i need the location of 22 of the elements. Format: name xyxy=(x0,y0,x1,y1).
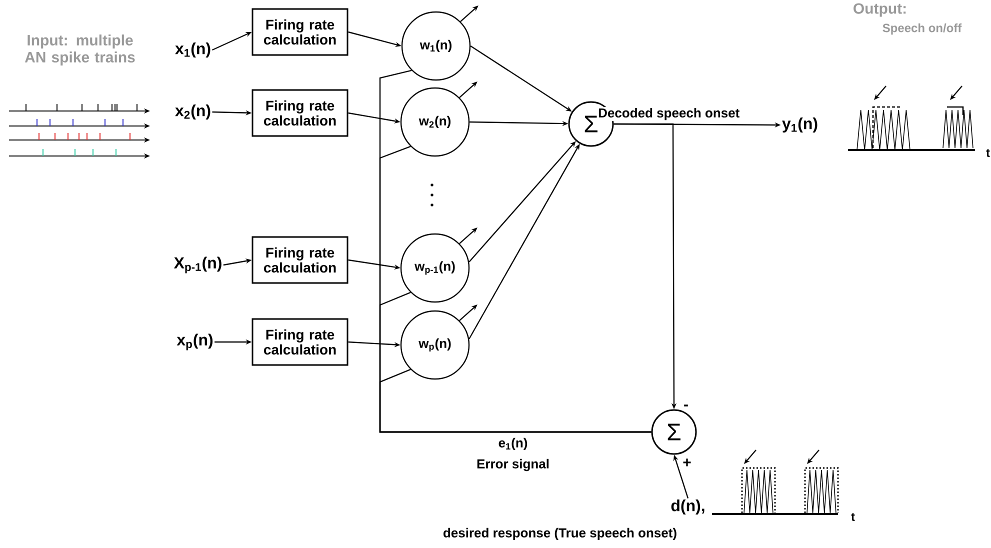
signal-label: d(n), xyxy=(671,500,704,514)
caption: Output: xyxy=(854,3,906,17)
caption: Speech on/off xyxy=(882,23,962,35)
signal-label: x$_{2}$(n) xyxy=(175,104,210,120)
signal-label: e$_{1}$(n) xyxy=(498,438,528,450)
signal-label: Error signal xyxy=(477,458,549,472)
axis-label: t xyxy=(986,149,990,157)
feedback-line xyxy=(379,368,652,433)
signal-label: x$_{1}$(n) xyxy=(175,42,210,58)
sign-label: - xyxy=(684,404,688,406)
sign-label: + xyxy=(683,458,691,466)
axis-label: t xyxy=(851,513,855,521)
process-box: Firing rate calculation xyxy=(252,318,348,366)
signal-label: X$_{p-1}$(n) xyxy=(174,256,222,274)
process-box: Firing rate calculation xyxy=(252,236,348,284)
signal-label: y$_{1}$(n) xyxy=(782,118,818,132)
process-box: Firing rate calculation xyxy=(252,8,348,56)
edge-label: Decoded speech onset xyxy=(597,107,741,122)
process-box: Firing rate calculation xyxy=(252,89,348,137)
caption: Input: multiple AN spike trains xyxy=(24,34,135,66)
caption: desired response (True speech onset) xyxy=(444,528,676,540)
signal-label: x$_{p}$(n) xyxy=(176,334,213,350)
